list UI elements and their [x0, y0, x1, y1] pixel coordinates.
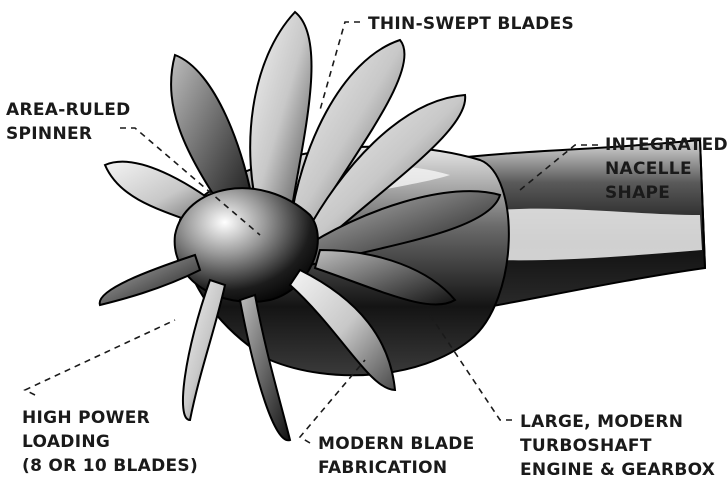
label-large-modern-engine-line-3: ENGINE & GEARBOX: [520, 458, 715, 482]
label-modern-blade-fabrication: MODERN BLADE FABRICATION: [318, 432, 475, 480]
label-integrated-nacelle-line-2: NACELLE: [605, 157, 727, 181]
label-area-ruled-spinner-line-2: SPINNER: [6, 122, 131, 146]
label-high-power-loading-line-3: (8 OR 10 BLADES): [22, 454, 198, 478]
label-high-power-loading-line-1: HIGH POWER: [22, 406, 198, 430]
label-large-modern-engine: LARGE, MODERN TURBOSHAFT ENGINE & GEARBO…: [520, 410, 715, 482]
label-thin-swept-blades-line-1: THIN-SWEPT BLADES: [368, 12, 574, 36]
label-integrated-nacelle-line-3: SHAPE: [605, 181, 727, 205]
label-integrated-nacelle-line-1: INTEGRATED: [605, 133, 727, 157]
label-large-modern-engine-line-1: LARGE, MODERN: [520, 410, 715, 434]
label-area-ruled-spinner-line-1: AREA-RULED: [6, 98, 131, 122]
label-modern-blade-fabrication-line-1: MODERN BLADE: [318, 432, 475, 456]
label-modern-blade-fabrication-line-2: FABRICATION: [318, 456, 475, 480]
label-area-ruled-spinner: AREA-RULED SPINNER: [6, 98, 131, 146]
label-thin-swept-blades: THIN-SWEPT BLADES: [368, 12, 574, 36]
leader-high-power-loading: [25, 320, 175, 395]
label-integrated-nacelle: INTEGRATED NACELLE SHAPE: [605, 133, 727, 205]
label-high-power-loading: HIGH POWER LOADING (8 OR 10 BLADES): [22, 406, 198, 478]
label-large-modern-engine-line-2: TURBOSHAFT: [520, 434, 715, 458]
label-high-power-loading-line-2: LOADING: [22, 430, 198, 454]
